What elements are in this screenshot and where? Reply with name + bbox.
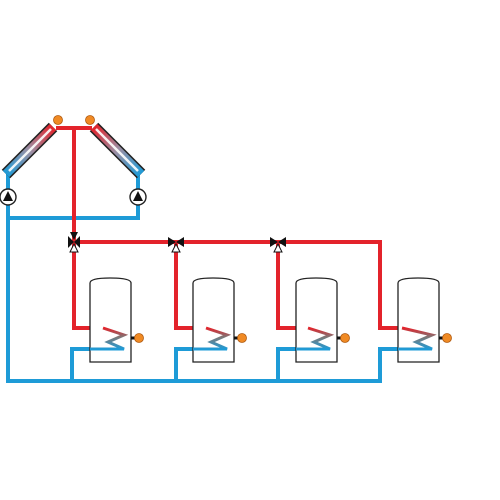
hot-pipe-distribution bbox=[72, 240, 404, 330]
three-way-valve-1 bbox=[68, 232, 80, 253]
temperature-sensor-icon bbox=[53, 115, 63, 125]
heat-exchanger-coil-icon bbox=[296, 326, 335, 351]
cold-pipe-left-riser bbox=[6, 173, 402, 383]
cold-branch-tank-3 bbox=[276, 347, 300, 383]
temperature-sensor-icon bbox=[442, 333, 452, 343]
three-way-valve-3 bbox=[270, 237, 286, 253]
cold-branch-tank-1 bbox=[70, 347, 94, 383]
heat-exchanger-coil-icon bbox=[193, 326, 232, 351]
heat-exchanger-coil-icon bbox=[90, 326, 129, 351]
temperature-sensor-icon bbox=[85, 115, 95, 125]
temperature-sensor-icon bbox=[237, 333, 247, 343]
solar-collector-right bbox=[85, 115, 146, 179]
valve-icon bbox=[270, 237, 278, 247]
circulation-pump-right bbox=[129, 188, 147, 206]
temperature-sensor-icon bbox=[340, 333, 350, 343]
storage-tank-3 bbox=[295, 277, 350, 363]
cold-branch-tank-2 bbox=[174, 347, 197, 383]
pump-icon bbox=[3, 191, 13, 201]
storage-tank-2 bbox=[192, 277, 247, 363]
storage-tank-4 bbox=[397, 277, 452, 363]
storage-tank-1 bbox=[89, 277, 144, 363]
circulation-pump-left bbox=[0, 188, 17, 206]
temperature-sensor-icon bbox=[134, 333, 144, 343]
solar-collector-left bbox=[1, 115, 63, 179]
valve-icon bbox=[68, 236, 74, 248]
valve-icon bbox=[168, 237, 176, 247]
pump-icon bbox=[133, 191, 143, 201]
heat-exchanger-coil-icon bbox=[398, 326, 437, 351]
three-way-valve-2 bbox=[168, 237, 184, 253]
